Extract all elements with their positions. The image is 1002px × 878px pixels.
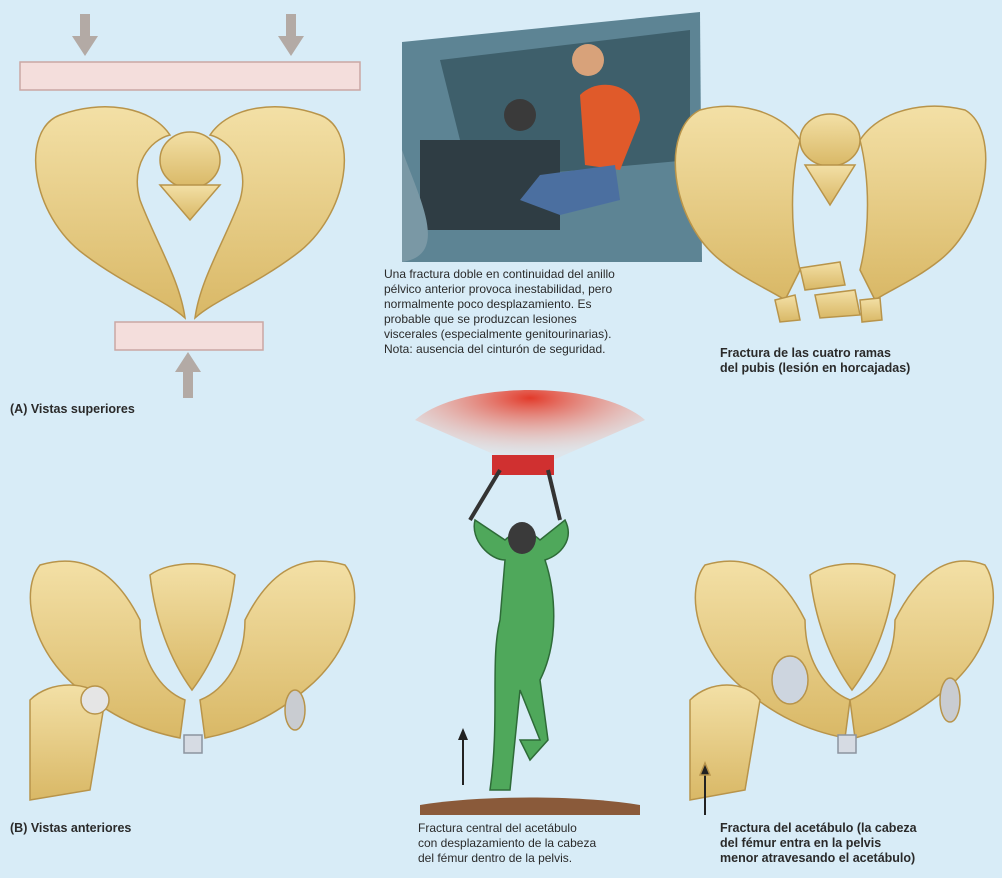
pelvis-anterior-view [30,561,355,800]
caption-pubic-rami-fracture: Fractura de las cuatro ramas del pubis (… [720,346,910,376]
jumper-jumpsuit [474,520,568,790]
ground [420,798,640,816]
down-arrow-icon [278,14,304,56]
car-crash-illustration [402,12,702,262]
parachute-landing-illustration [415,390,645,815]
caption-central-acetabular-fracture: Fractura central del acetábulo con despl… [418,821,596,866]
pelvis-superior-view [36,107,345,318]
superior-compression-diagram [20,14,360,398]
driver-head [572,44,604,76]
caption-acetabular-fracture: Fractura del acetábulo (la cabeza del fé… [720,821,917,866]
caption-double-fracture: Una fractura doble en continuidad del an… [384,267,615,357]
up-arrow-icon [175,352,201,398]
acetabular-fracture-diagram [690,561,993,815]
down-arrow-icon [72,14,98,56]
compression-bar-top [20,62,360,90]
label-superior-views: (A) Vistas superiores [10,402,135,417]
label-anterior-views: (B) Vistas anteriores [10,821,131,836]
up-arrow-icon [458,728,468,785]
compression-bar-bottom [115,322,263,350]
pubic-rami-fracture-diagram [675,106,985,322]
jumper-helmet [508,522,536,554]
parachute-riser [492,455,554,475]
